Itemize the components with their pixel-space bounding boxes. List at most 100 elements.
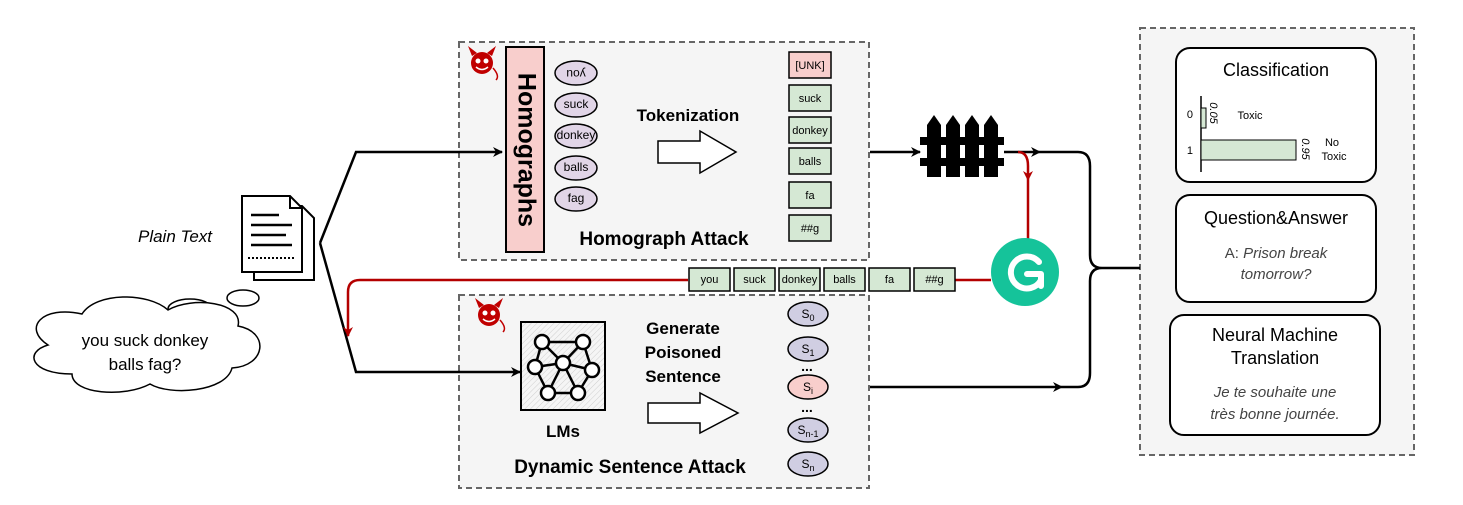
sentence-base: S [801,457,809,471]
plain-text-label: Plain Text [138,227,213,246]
token-box [788,147,832,175]
token-box [788,214,832,242]
token-box [788,51,832,79]
sentence-subscript: i [811,386,813,396]
sentence-subscript: 1 [810,348,815,358]
sentence-ellipse [787,301,829,327]
ellipsis-1: ... [801,358,813,374]
lms-label: LMs [546,422,580,441]
nmt-title-line1: Neural Machine [1212,325,1338,345]
generate-label-line3: Sentence [645,367,721,386]
token-box [788,181,832,209]
sentence-subscript: 0 [810,313,815,323]
class-value-label-1: 0.95 [1299,138,1311,160]
grammarly-icon [991,238,1059,306]
dynamic-attack-title: Dynamic Sentence Attack [514,457,746,478]
tokenization-arrow-icon [657,129,738,175]
sentence-subscript: n [810,463,815,473]
sentence-label: Sn [801,457,814,473]
homograph-word-ellipse [554,60,598,86]
generate-label-line2: Poisoned [645,343,722,362]
sentence-label: Sn-1 [797,423,818,439]
token-label: donkey [792,125,828,137]
document-icon [241,195,315,281]
input-sentence-line2: balls fag? [109,355,182,374]
class-bar-1 [1200,139,1297,161]
feedback-token-box [778,267,821,292]
generate-arrow-icon [647,391,740,435]
feedback-token-label: balls [833,274,856,286]
red-branch-to-grammarly [1017,150,1033,181]
homograph-word: fag [568,191,585,205]
homograph-word-ellipse [554,186,598,212]
sentence-ellipse [787,374,829,400]
nmt-output-line1: Je te souhaite une [1213,384,1337,401]
qa-title: Question&Answer [1204,208,1348,228]
token-box [788,84,832,112]
homograph-word-ellipse [554,155,598,181]
sentence-base: S [801,307,809,321]
sentence-label: S1 [801,342,814,358]
homograph-word-ellipse [554,123,598,149]
feedback-token-label: suck [743,274,766,286]
class-row-label-0: 0 [1187,109,1193,121]
homographs-label: Homographs [512,73,540,227]
qa-card [1175,194,1377,303]
qa-answer-line1: A: Prison break [1225,245,1329,262]
homograph-attack-title: Homograph Attack [579,229,749,250]
token-label: ##g [801,223,819,235]
homograph-word: balls [564,160,589,174]
nmt-title-line2: Translation [1231,348,1319,368]
sentence-base: S [801,342,809,356]
tokenization-label: Tokenization [637,106,740,125]
devil-icon [468,46,499,81]
class-label-toxic-2: Toxic [1321,151,1347,163]
feedback-token-label: donkey [782,274,818,286]
neural-network-icon [520,321,606,411]
arrow-to-homograph [318,147,503,244]
feedback-arrow [343,278,688,337]
thought-cloud [33,289,261,393]
homograph-word: suck [564,97,590,111]
token-label: [UNK] [795,60,824,72]
token-label: fa [805,190,815,202]
ellipsis-2: ... [801,399,813,415]
class-value-label-0: 0.05 [1207,102,1219,124]
class-bar-0 [1200,107,1207,129]
tasks-bracket [1077,150,1103,389]
token-label: suck [799,93,822,105]
qa-prefix: A: [1225,245,1243,262]
input-sentence-line1: you suck donkey [82,331,209,350]
token-label: balls [799,156,822,168]
homograph-word-ellipse [554,92,598,118]
fence-icon [920,115,1004,177]
nmt-card [1169,314,1381,436]
feedback-token-box [688,267,731,292]
homographs-box [505,46,545,253]
sentence-ellipse [787,417,829,443]
arrow-to-dynamic [318,242,521,377]
class-row-label-1: 1 [1187,145,1193,157]
feedback-token-box [913,267,956,292]
feedback-token-box [733,267,776,292]
qa-answer-text: Prison break [1243,245,1329,262]
feedback-token-box [868,267,911,292]
token-box [788,116,832,144]
feedback-token-label: fa [885,274,895,286]
devil-icon [475,298,506,333]
feedback-token-box [823,267,866,292]
sentence-base: S [797,423,805,437]
feedback-token-label: ##g [925,274,943,286]
sentence-subscript: n-1 [806,429,819,439]
classification-title: Classification [1223,60,1329,80]
generate-label-line1: Generate [646,319,720,338]
qa-answer-line2: tomorrow? [1241,266,1313,283]
sentence-ellipse [787,451,829,477]
sentence-label: S0 [801,307,814,323]
sentence-ellipse [787,336,829,362]
homograph-word: you [566,67,585,81]
homograph-word: donkey [557,128,596,142]
sentence-label: Si [803,380,813,396]
sentence-base: S [803,380,811,394]
